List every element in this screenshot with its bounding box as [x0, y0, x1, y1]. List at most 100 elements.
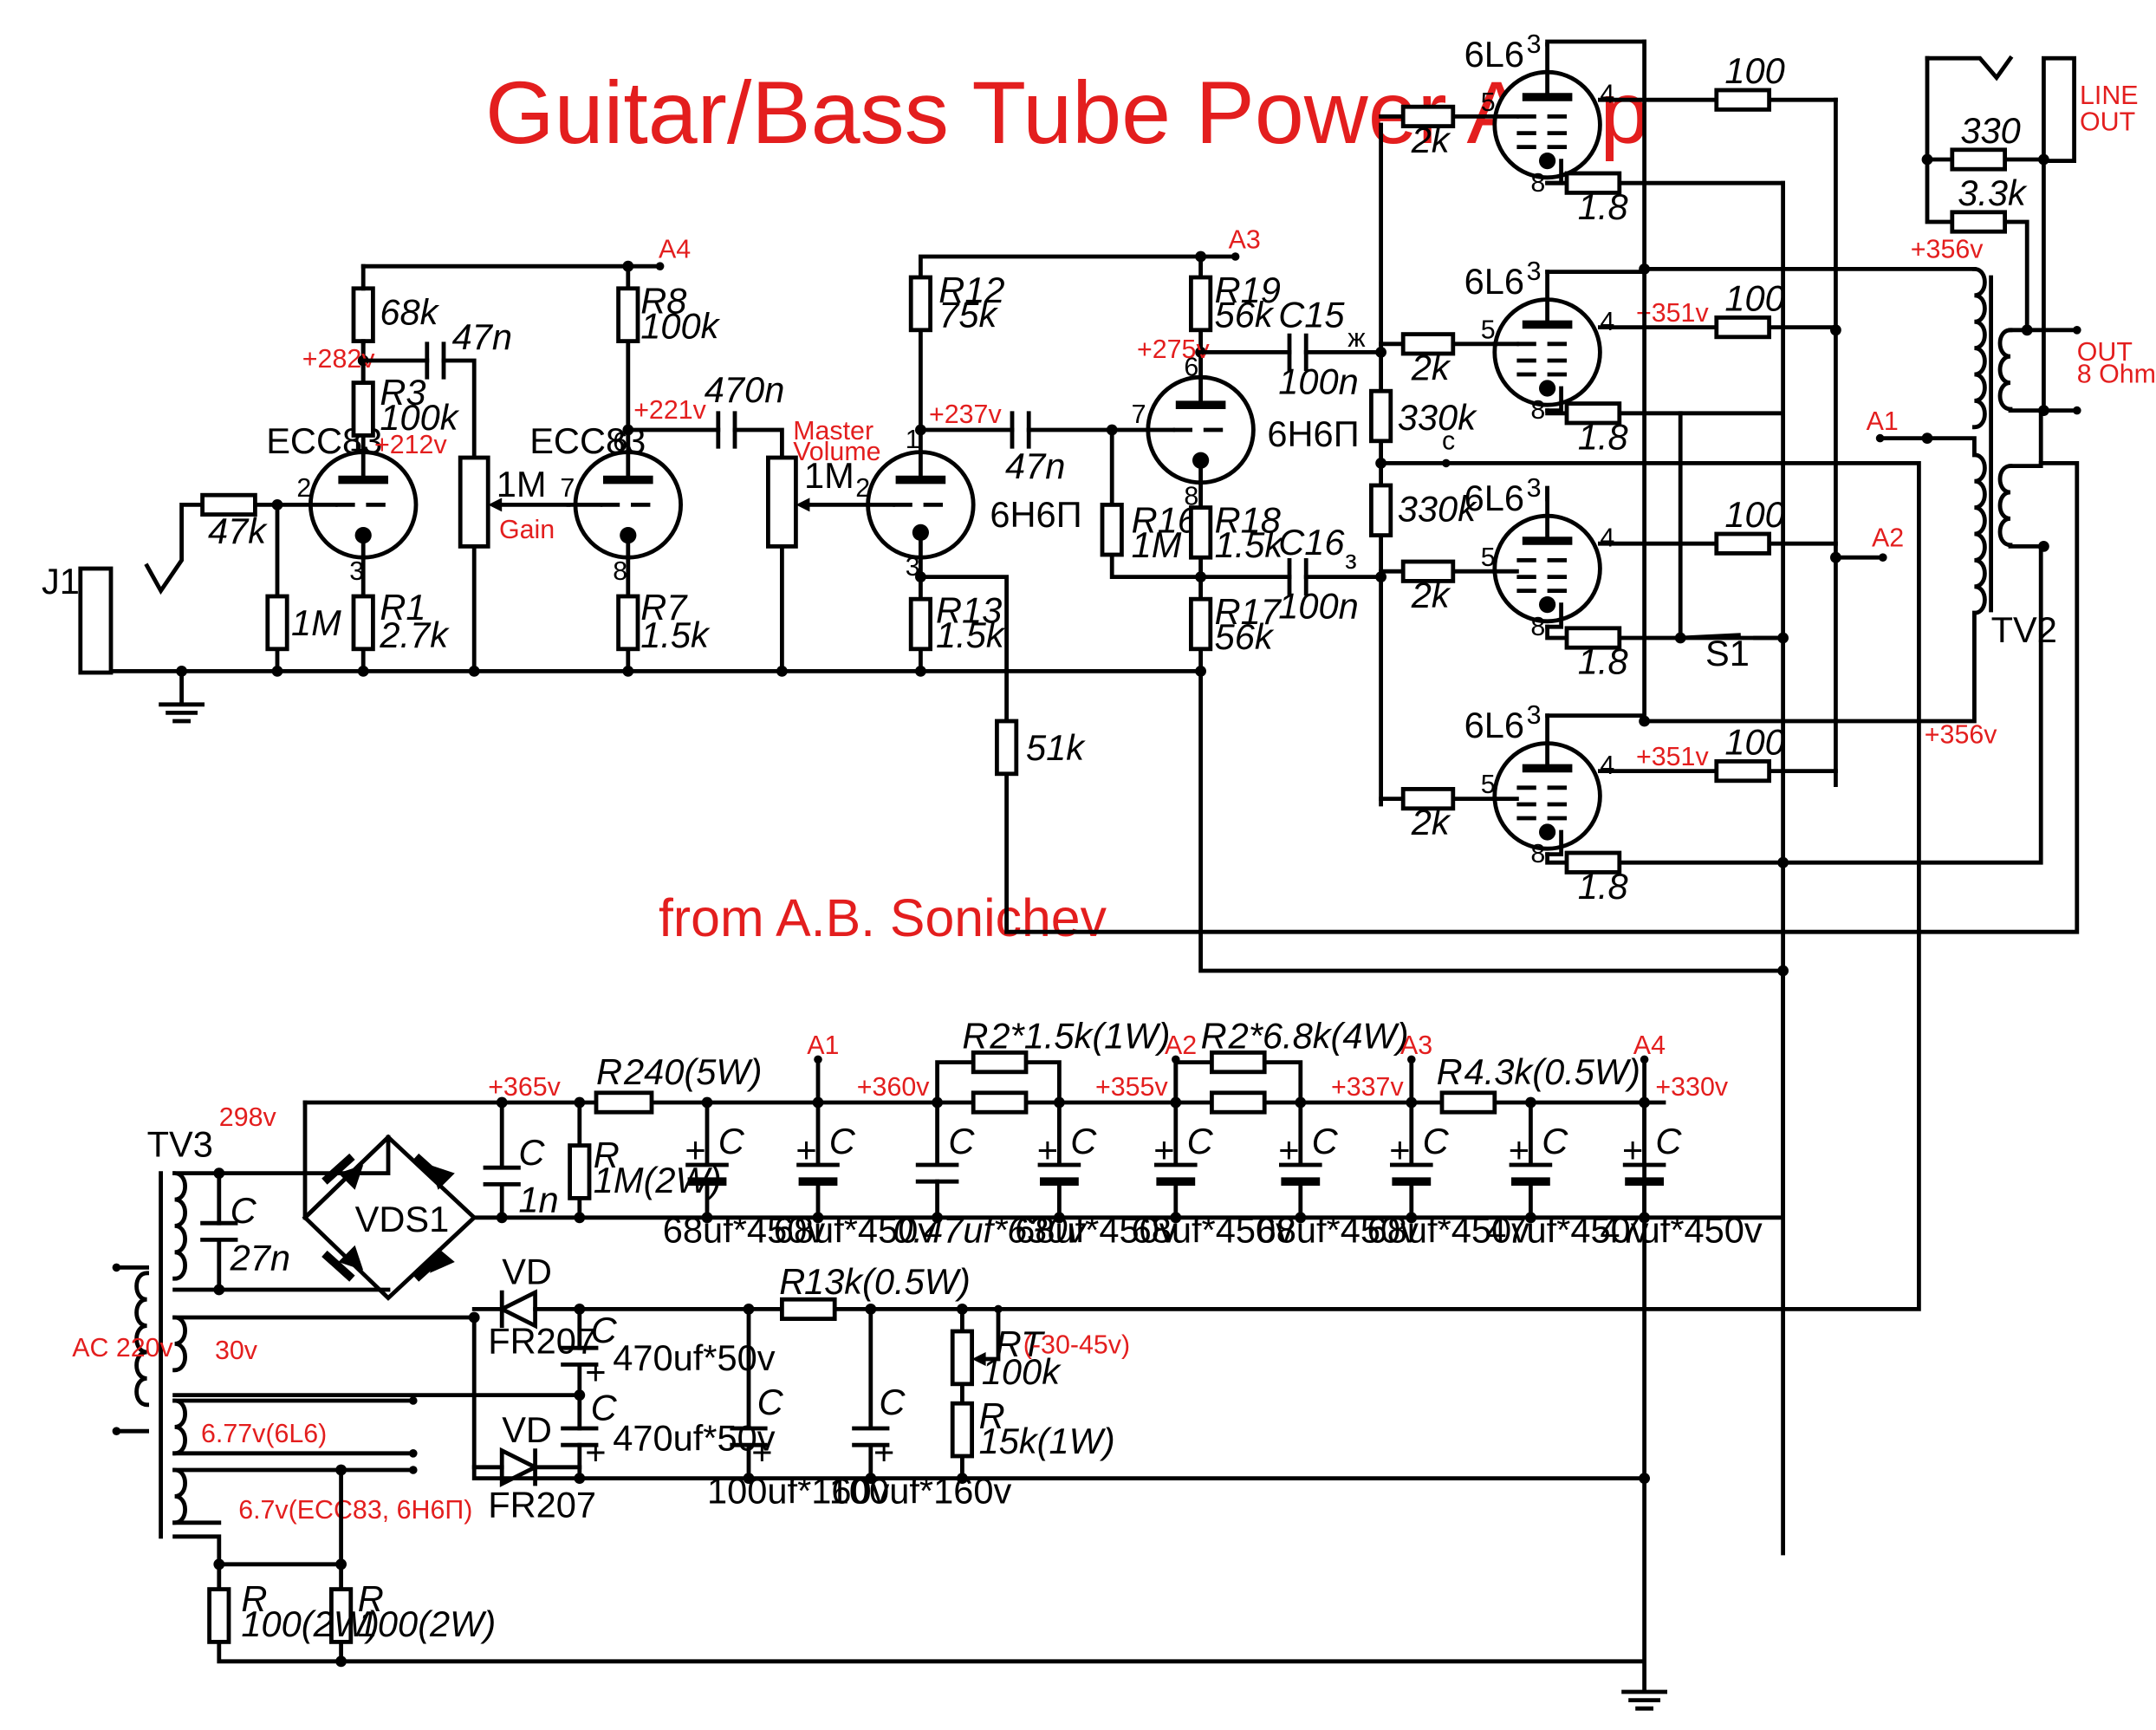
- node-a2-out: A2: [1872, 523, 1904, 552]
- resistor-cathode-1-8: [1564, 171, 1622, 195]
- filter-capacitor-bank: C+68uf*450vC+68uf*450vC0.47uf*630vC+68uf…: [663, 1096, 1763, 1251]
- c-470-upper-value: 470uf*50v: [613, 1337, 776, 1378]
- filter-cap-letter: C: [718, 1121, 745, 1161]
- c16-label: C16: [1278, 522, 1345, 563]
- r-15k-value: 15k(1W): [979, 1421, 1115, 1461]
- resistor-grid-1m: [265, 594, 289, 652]
- svg-text:8: 8: [1530, 612, 1545, 641]
- master-volume-potentiometer: [766, 455, 798, 549]
- coupling-470n-label: 470n: [705, 369, 785, 410]
- c-100-a-letter: C: [757, 1382, 784, 1422]
- cathode-1-8-label: 1.8: [1578, 186, 1628, 227]
- heater-r-a-letter: R: [241, 1578, 267, 1619]
- filter-cap-plus: +: [1622, 1129, 1643, 1170]
- resistor-grid-stopper-2k: [1400, 559, 1456, 583]
- resistor-13k: [780, 1297, 837, 1322]
- r17-label: R17: [1215, 591, 1283, 632]
- tube-ecc83-v1: [308, 450, 419, 560]
- tube-6l6-3-label: 6L6: [1464, 478, 1524, 518]
- filter-cap-value: 68uf*450v: [663, 1210, 826, 1251]
- out-label-1: OUT: [2077, 337, 2133, 367]
- filter-cap-plus: +: [1153, 1129, 1174, 1170]
- heater-6l6-label: 6.77v(6L6): [201, 1419, 327, 1448]
- ac-220-label: AC 220v: [72, 1333, 173, 1363]
- resistor-line-3-3k: [1950, 210, 2008, 234]
- c15-label: C15: [1278, 295, 1345, 335]
- schematic-title: Guitar/Bass Tube Power Amp: [485, 62, 1649, 162]
- c-1n-letter: C: [518, 1132, 545, 1173]
- r3-label: R3: [380, 372, 425, 413]
- svg-text:8: 8: [1530, 168, 1545, 198]
- svg-text:4: 4: [1600, 79, 1614, 108]
- cathode-1-8-label: 1.8: [1578, 641, 1628, 682]
- r-2x6-8k-value: 2*6.8k(4W): [1228, 1016, 1409, 1057]
- filter-capacitor-5: C+68uf*450v: [1132, 1096, 1294, 1251]
- node-a4-v2: A4: [659, 235, 691, 264]
- switch-s1-label: S1: [1705, 633, 1750, 673]
- screen-100-label: 100: [1724, 277, 1784, 318]
- r8-label: R8: [640, 281, 686, 322]
- r1-value: 2.7k: [379, 615, 450, 655]
- credit-text: from A.B. Sonichev: [659, 888, 1107, 947]
- c-1n-value: 1n: [518, 1179, 558, 1219]
- c16-value: 100n: [1278, 586, 1359, 627]
- c-100-a-value: 100uf*160v: [707, 1470, 890, 1511]
- svg-text:7: 7: [560, 473, 575, 503]
- resistor-6-8k-b: [1210, 1090, 1267, 1115]
- svg-text:8: 8: [1530, 395, 1545, 425]
- resistor-cathode-1-8: [1564, 401, 1622, 426]
- tv3-label: TV3: [147, 1123, 213, 1164]
- resistor-bleeder-1m: [568, 1143, 592, 1200]
- bias-330k-b-label: 330k: [1398, 489, 1477, 530]
- trimmer-rt-100k: [950, 1329, 975, 1387]
- vds1-label: VDS1: [355, 1199, 450, 1239]
- r12-value: 75k: [938, 295, 998, 335]
- svg-text:3: 3: [349, 556, 364, 586]
- r16-value: 1M: [1132, 524, 1182, 565]
- filter-cap-plus: +: [1278, 1129, 1299, 1170]
- voltage-275: +275v: [1137, 335, 1210, 364]
- voltage-356-bottom: +356v: [1925, 720, 1997, 750]
- resistor-r12: [908, 275, 933, 333]
- r1-label: R1: [380, 587, 425, 628]
- resistor-r8: [616, 286, 640, 344]
- c-100-a-plus: +: [751, 1432, 772, 1473]
- resistor-bias-330k-a: [1369, 388, 1393, 444]
- voltage-screen-6l6-4: +351v: [1636, 742, 1709, 771]
- svg-text:8: 8: [613, 556, 627, 586]
- voltage-237: +237v: [929, 400, 1002, 429]
- screen-100-label: 100: [1724, 721, 1784, 762]
- resistor-r16: [1100, 503, 1124, 557]
- master-pot-value: 1M: [804, 455, 854, 496]
- r12-label: R12: [938, 270, 1004, 310]
- r13-label: R13: [936, 589, 1002, 630]
- svg-text:5: 5: [1481, 88, 1496, 117]
- filter-cap-value: 47uf*450v: [1600, 1210, 1763, 1251]
- filter-cap-value: 68uf*450v: [1367, 1210, 1530, 1251]
- resistor-r1: [351, 594, 375, 652]
- gain-potentiometer: [458, 455, 490, 549]
- vd-upper-label: VD: [502, 1252, 552, 1292]
- filter-cap-value: 68uf*450v: [1015, 1210, 1178, 1251]
- resistor-screen-100: [1714, 315, 1772, 340]
- resistor-grid-1m-label: 1M: [291, 602, 341, 643]
- filter-cap-letter: C: [948, 1121, 975, 1161]
- filter-capacitor-9: C+47uf*450v: [1600, 1096, 1763, 1251]
- r-15k-letter: R: [979, 1395, 1005, 1436]
- svg-text:7: 7: [1132, 400, 1146, 429]
- resistor-1-5k-a: [971, 1050, 1029, 1075]
- filter-cap-letter: C: [829, 1121, 856, 1161]
- c-470-lower-plus: +: [585, 1432, 606, 1473]
- filter-cap-plus: +: [796, 1129, 816, 1170]
- filter-cap-plus: +: [1389, 1129, 1410, 1170]
- c-27n-value: 27n: [230, 1238, 290, 1278]
- grid-stopper-2k-label: 2k: [1411, 347, 1451, 387]
- node-a1-tv2: A1: [1867, 406, 1899, 436]
- voltage-212: +212v: [374, 430, 447, 459]
- voltage-356-top: +356v: [1911, 235, 1984, 264]
- filter-cap-value: 47uf*450v: [1486, 1210, 1649, 1251]
- ground-symbol-input: [159, 669, 205, 724]
- resistor-screen-100: [1714, 759, 1772, 784]
- resistor-6-8k-a: [1210, 1050, 1267, 1075]
